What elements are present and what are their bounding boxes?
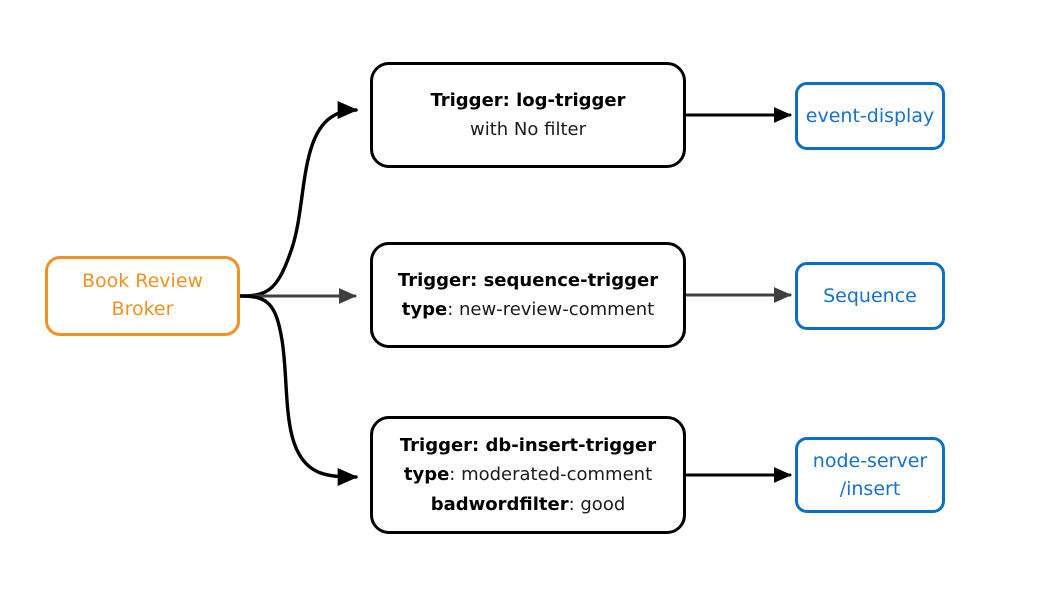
node-book-review-broker[interactable]: Book Review Broker [45, 256, 240, 336]
db-insert-trigger-title: Trigger: db-insert-trigger [400, 431, 656, 460]
node-server-label-line1: node-server [812, 449, 928, 472]
broker-label-line1: Book Review [81, 270, 204, 293]
node-event-display[interactable]: event-display [795, 82, 945, 150]
edge-broker-to-db-insert-trigger [239, 294, 359, 486]
db-insert-trigger-type: type: moderated-comment [404, 460, 652, 489]
sequence-trigger-type-key: type [401, 299, 448, 320]
db-insert-trigger-badwordfilter-key: badwordfilter [430, 493, 569, 515]
broker-label-line2: Broker [111, 298, 174, 320]
sequence-trigger-title: Trigger: sequence-trigger [398, 266, 658, 295]
node-db-insert-trigger[interactable]: Trigger: db-insert-trigger type: moderat… [370, 416, 686, 534]
sequence-trigger-type: type: new-review-comment [402, 295, 654, 324]
node-server-label-line2: /insert [839, 478, 901, 500]
log-trigger-title: Trigger: log-trigger [430, 86, 625, 115]
node-node-server-insert[interactable]: node-server /insert [795, 437, 945, 513]
db-insert-trigger-badwordfilter-value: : good [568, 493, 626, 515]
sequence-trigger-type-value: : new-review-comment [447, 299, 655, 320]
log-trigger-filter: with No filter [470, 115, 586, 144]
event-display-label: event-display [805, 104, 935, 127]
edge-broker-to-log-trigger [239, 101, 359, 298]
node-sequence-trigger[interactable]: Trigger: sequence-trigger type: new-revi… [370, 242, 686, 348]
db-insert-trigger-title-bold: Trigger: db-insert-trigger [399, 435, 657, 457]
sequence-trigger-title-bold: Trigger: sequence-trigger [397, 269, 659, 291]
db-insert-trigger-type-value: : moderated-comment [449, 464, 653, 486]
node-sequence[interactable]: Sequence [795, 262, 945, 330]
db-insert-trigger-type-key: type [403, 464, 450, 486]
db-insert-trigger-badwordfilter: badwordfilter: good [431, 490, 626, 519]
node-log-trigger[interactable]: Trigger: log-trigger with No filter [370, 62, 686, 168]
log-trigger-title-bold: Trigger: log-trigger [430, 89, 626, 111]
sequence-label: Sequence [823, 284, 917, 307]
log-trigger-filter-value: with No filter [470, 119, 586, 140]
